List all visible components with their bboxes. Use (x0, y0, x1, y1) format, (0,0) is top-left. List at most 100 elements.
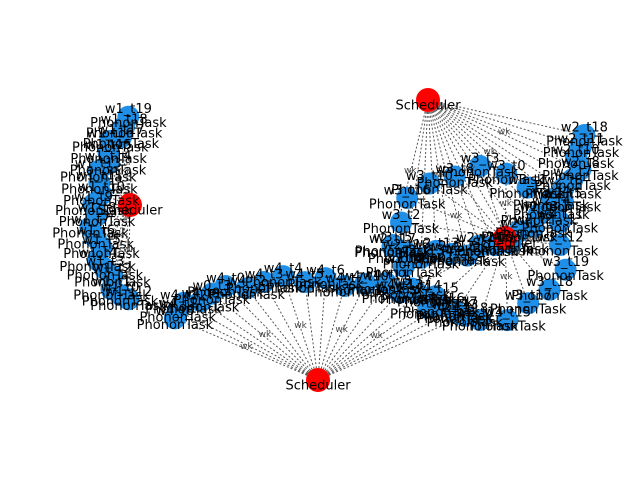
dependency-edge (119, 204, 131, 295)
scheduler-node[interactable] (118, 193, 142, 217)
task-id-label: w3_t7 (393, 274, 432, 289)
task-node[interactable] (235, 277, 258, 300)
task-id-label: w1_t13 (75, 157, 122, 172)
task-type-label: PhononTask (82, 294, 159, 309)
task-id-label: w4_t4 (264, 262, 303, 277)
task-id-label: w3_t18 (526, 275, 573, 290)
task-node[interactable] (549, 234, 571, 256)
task-type-label: PhononTask (495, 227, 572, 242)
task-type-label: PhononTask (489, 187, 566, 202)
task-node[interactable] (293, 271, 316, 294)
task-type-label: PhononTask (306, 285, 383, 300)
task-id-label: w2_t11 (557, 132, 604, 147)
edge-label: wk (335, 325, 348, 335)
task-node[interactable] (554, 258, 577, 281)
task-node[interactable] (392, 255, 415, 278)
task-id-label: w4_t15 (412, 282, 459, 297)
dependency-edge (427, 99, 437, 251)
task-node[interactable] (407, 282, 430, 305)
task-node[interactable] (390, 211, 413, 234)
edge-label: wk (404, 166, 417, 176)
task-node[interactable] (453, 304, 476, 327)
task-node[interactable] (468, 234, 491, 257)
dependency-edge (427, 99, 573, 180)
task-type-label: PhononTask (70, 152, 147, 167)
task-id-label: w1_t8 (78, 201, 117, 216)
task-type-label: PhononTask (366, 266, 443, 281)
task-type-label: PhononTask (73, 289, 150, 304)
task-type-label: PhononTask (441, 245, 518, 260)
task-node[interactable] (495, 162, 518, 185)
task-id-label: w0_t3 (193, 279, 232, 294)
task-type-label: PhononTask (413, 253, 490, 268)
task-id-label: w3_t0 (487, 159, 526, 174)
task-node[interactable] (548, 211, 571, 234)
task-node[interactable] (443, 165, 466, 188)
task-node[interactable] (573, 123, 596, 146)
task-node[interactable] (538, 278, 561, 301)
scheduler-node[interactable] (493, 226, 517, 250)
task-node[interactable] (354, 272, 377, 295)
task-node[interactable] (496, 309, 519, 332)
task-type-label: PhononTask (174, 293, 251, 308)
task-id-label: w3_t8 (435, 162, 474, 177)
task-node[interactable] (314, 267, 337, 290)
task-type-label: PhononTask (417, 312, 494, 327)
task-node[interactable] (272, 265, 295, 288)
task-node[interactable] (382, 234, 404, 256)
scheduler-label: Scheduler (97, 204, 163, 219)
dependency-edge (454, 176, 506, 239)
task-type-label: PhononTask (534, 179, 611, 194)
edge-label: wk (240, 342, 253, 352)
task-type-label: PhononTask (60, 171, 137, 186)
graph-nodes (79, 88, 596, 392)
edge-label: wk (370, 331, 383, 341)
task-node[interactable] (214, 275, 237, 298)
task-id-label: w2_t17 (369, 232, 416, 247)
task-node[interactable] (117, 105, 140, 128)
task-type-label: PhononTask (429, 255, 506, 270)
task-type-label: PhononTask (380, 293, 457, 308)
task-id-label: w1_t14 (85, 149, 132, 164)
task-node[interactable] (516, 176, 539, 199)
task-node[interactable] (253, 270, 276, 293)
scheduler-node[interactable] (306, 368, 330, 392)
task-node[interactable] (469, 155, 491, 177)
edge-label: wk (500, 272, 513, 282)
task-type-label: PhononTask (490, 303, 567, 318)
task-id-label: w4_t7 (325, 271, 364, 286)
task-type-label: PhononTask (369, 197, 446, 212)
task-type-label: PhononTask (187, 286, 264, 301)
task-id-label: w3_t17 (505, 289, 552, 304)
dependency-edge (317, 309, 455, 381)
task-type-label: PhononTask (355, 245, 432, 260)
task-type-label: PhononTask (226, 281, 303, 296)
task-node[interactable] (172, 291, 195, 314)
task-type-label: PhononTask (145, 302, 222, 317)
task-node[interactable] (418, 172, 441, 195)
task-node[interactable] (396, 186, 419, 209)
task-type-label: PhononTask (426, 315, 503, 330)
dependency-edge (109, 140, 131, 206)
task-type-label: PhononTask (525, 201, 602, 216)
task-node[interactable] (517, 292, 540, 315)
task-type-label: PhononTask (74, 276, 151, 291)
dependency-edge (504, 237, 529, 304)
task-type-label: PhononTask (139, 310, 216, 325)
task-id-label: w1_t10 (78, 180, 125, 195)
task-type-label: PhononTask (137, 318, 214, 333)
task-type-label: PhononTask (209, 288, 286, 303)
task-id-label: w1_t1 (92, 275, 131, 290)
task-type-label: PhononTask (397, 296, 474, 311)
task-node[interactable] (388, 281, 411, 304)
task-id-label: w4_t11 (362, 269, 409, 284)
scheduler-node[interactable] (416, 88, 440, 112)
dependency-edge (479, 165, 506, 239)
dependency-edge (427, 99, 582, 148)
task-id-label: w1_t15 (85, 138, 132, 153)
task-node[interactable] (333, 274, 356, 297)
scheduler-label: Scheduler (285, 379, 351, 394)
task-node[interactable] (540, 188, 563, 211)
task-id-label: w3_t3 (461, 152, 500, 167)
